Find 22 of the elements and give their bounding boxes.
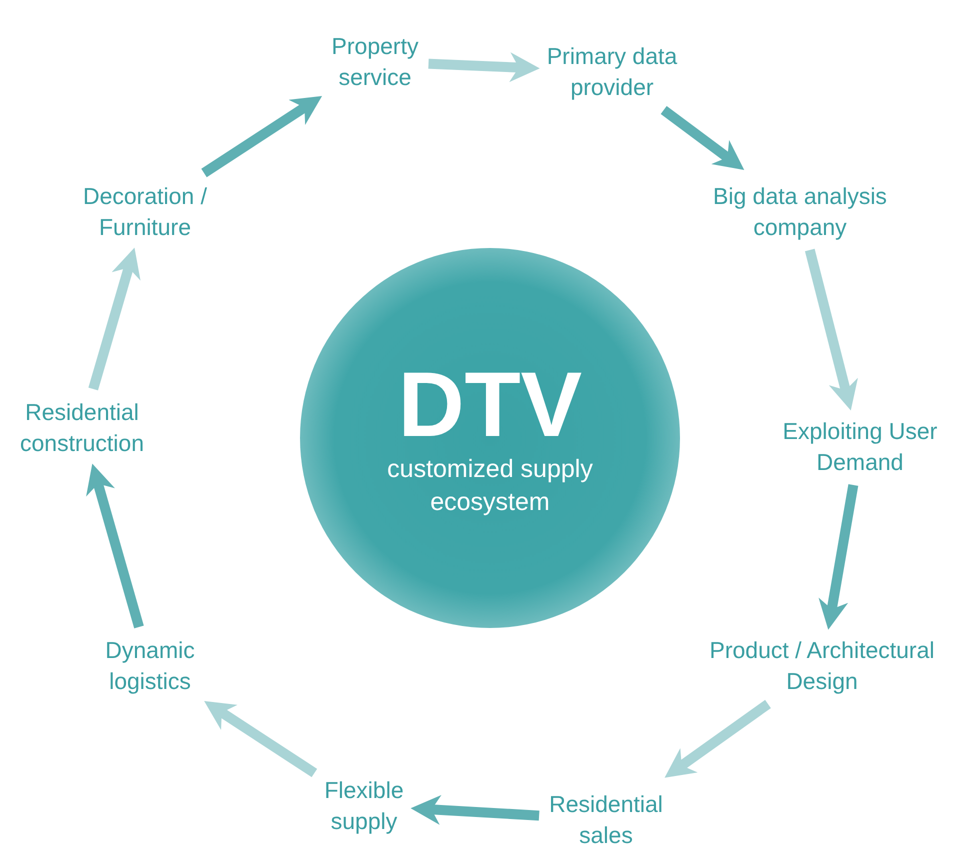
stage-label: Exploiting User Demand: [780, 416, 940, 478]
stage-label: Property service: [305, 31, 445, 93]
hub-subtitle: customized supply ecosystem: [386, 454, 594, 518]
arrow: [88, 248, 140, 390]
arrow: [86, 464, 144, 628]
arrow: [660, 106, 744, 170]
hub-title: DTV: [398, 357, 582, 453]
stage-label: Dynamic logistics: [85, 635, 215, 697]
arrow: [428, 52, 540, 82]
stage-label: Product / Architectural Design: [697, 635, 947, 697]
stage-label: Big data analysis company: [685, 181, 915, 243]
stage-label: Flexible supply: [304, 775, 424, 837]
stage-label: Primary data provider: [522, 41, 702, 103]
arrow: [804, 248, 858, 411]
arrow: [204, 701, 318, 778]
stage-label: Residential construction: [0, 397, 167, 459]
arrow: [201, 96, 322, 178]
arrow: [818, 484, 858, 630]
stage-label: Residential sales: [531, 789, 681, 851]
arrow: [664, 700, 771, 778]
stage-label: Decoration / Furniture: [60, 181, 230, 243]
arrow: [410, 794, 540, 825]
